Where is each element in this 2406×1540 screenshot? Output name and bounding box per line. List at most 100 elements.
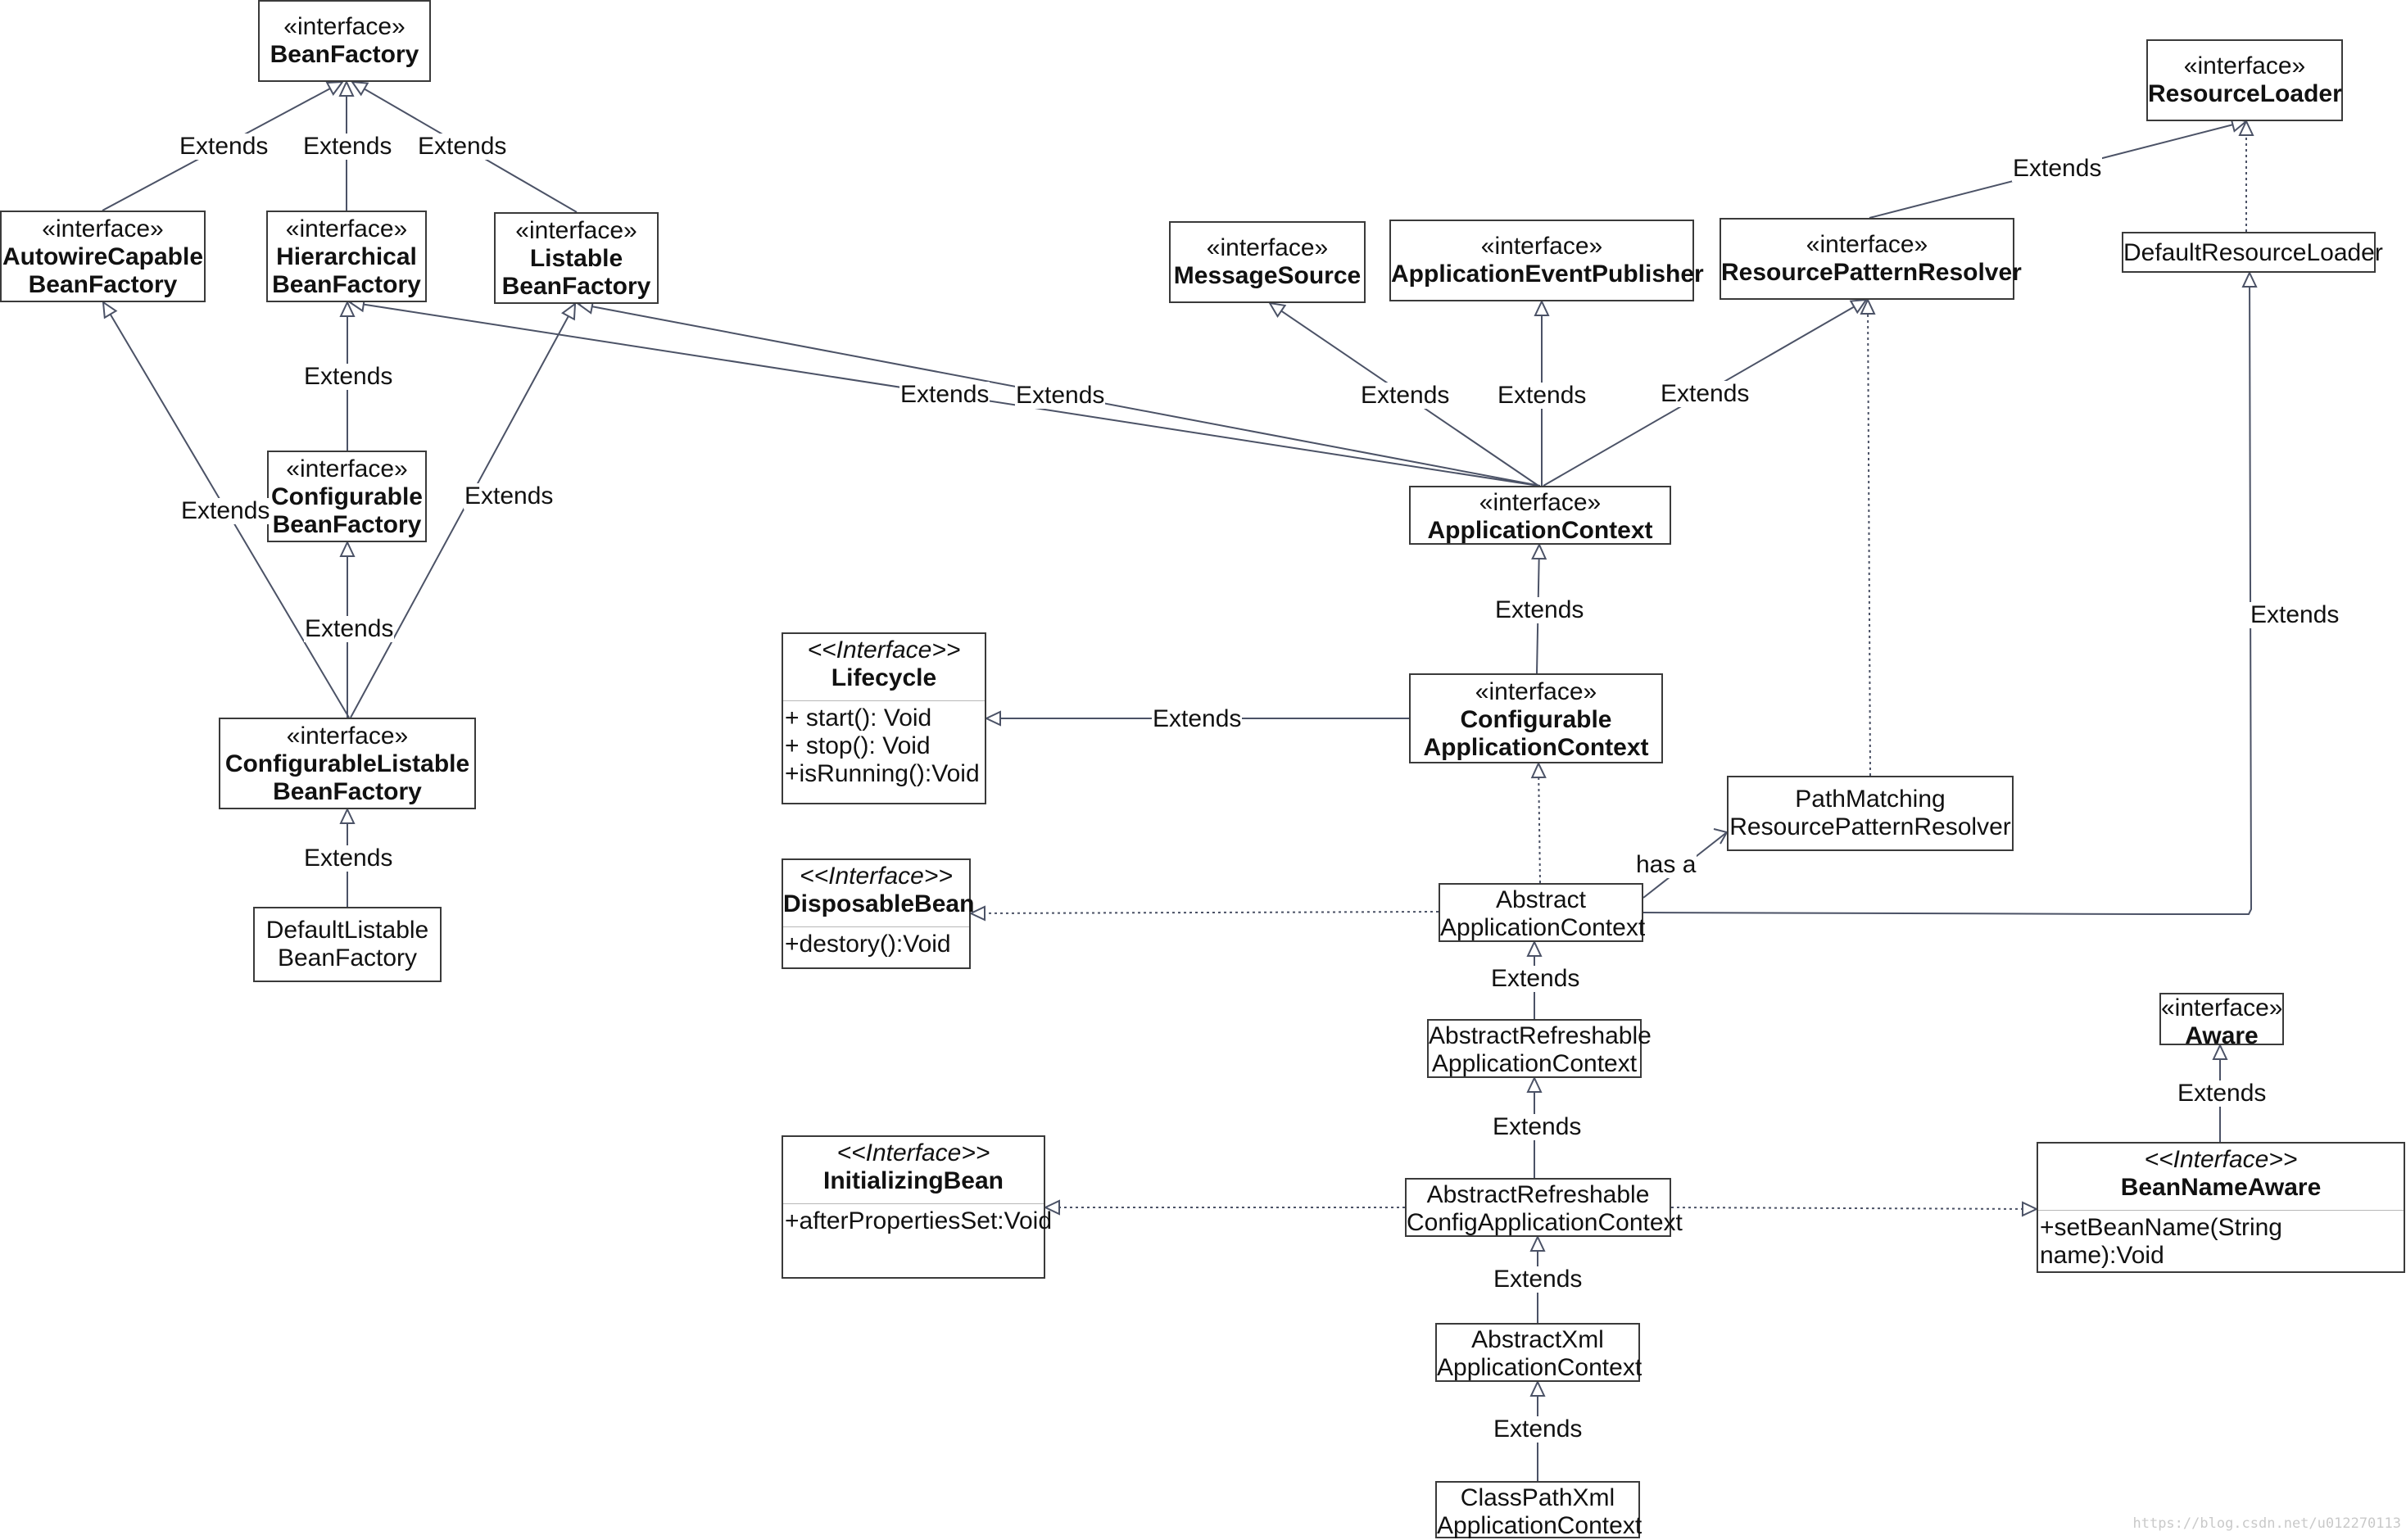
compartment-divider: [783, 700, 985, 701]
abstract-applicationcontext-box[interactable]: Abstract ApplicationContext: [1439, 883, 1645, 942]
stereotype-label: «interface»: [283, 13, 406, 40]
class-name-line2: BeanFactory: [28, 271, 178, 298]
class-name-line2: ConfigApplicationContext: [1407, 1209, 1683, 1236]
listable-beanfactory-box[interactable]: «interface» Listable BeanFactory: [494, 212, 659, 304]
aware-interface-box[interactable]: «interface» Aware: [2159, 993, 2284, 1049]
class-name: Lifecycle: [831, 664, 937, 691]
class-name: AbstractRefreshable: [1429, 1022, 1652, 1049]
beanfactory-interface-box[interactable]: «interface» BeanFactory: [258, 0, 431, 82]
hierarchical-beanfactory-box[interactable]: «interface» Hierarchical BeanFactory: [266, 211, 427, 302]
class-name: Listable: [529, 245, 623, 272]
applicationeventpublisher-interface-box[interactable]: «interface» ApplicationEventPublisher: [1389, 220, 1704, 301]
edge-label-extends: Extends: [1497, 382, 1588, 409]
resourcepatternresolver-interface-box[interactable]: «interface» ResourcePatternResolver: [1720, 218, 2022, 300]
class-name: Hierarchical: [276, 243, 417, 270]
beannameaware-interface-box[interactable]: <<Interface>> BeanNameAware +setBeanName…: [2037, 1142, 2405, 1273]
inheritance-arrowhead: [1043, 1199, 1060, 1216]
stereotype-label: <<Interface>>: [800, 863, 953, 890]
inheritance-arrowhead: [1529, 1234, 1546, 1252]
abstractxml-applicationcontext-box[interactable]: AbstractXml ApplicationContext: [1435, 1323, 1643, 1382]
class-name-line2: ApplicationContext: [1423, 734, 1649, 761]
class-name-line2: BeanFactory: [277, 944, 418, 972]
class-name: AutowireCapable: [2, 243, 204, 270]
edge-label-extends: Extends: [2177, 1080, 2268, 1107]
operation-stop: + stop(): Void: [785, 732, 931, 759]
configurable-applicationcontext-interface-box[interactable]: «interface» Configurable ApplicationCont…: [1409, 673, 1663, 763]
stereotype-label: «interface»: [286, 455, 408, 482]
compartment-divider: [2038, 1210, 2404, 1211]
compartment-divider: [783, 1203, 1044, 1204]
class-name-line2: ApplicationContext: [1437, 1354, 1643, 1381]
class-name: ConfigurableListable: [224, 750, 470, 777]
inheritance-arrowhead: [1531, 542, 1547, 560]
initializingbean-interface-box[interactable]: <<Interface>> InitializingBean +afterPro…: [782, 1135, 1053, 1279]
inheritance-arrowhead: [339, 807, 356, 824]
edge-label-extends: Extends: [464, 482, 555, 510]
class-name-line2: ApplicationContext: [1431, 1050, 1638, 1077]
inheritance-arrowhead: [1849, 298, 1869, 315]
stereotype-label: «interface»: [285, 215, 408, 242]
inheritance-arrowhead: [984, 710, 1001, 727]
inheritance-arrowhead: [102, 300, 118, 319]
inheritance-arrowhead: [1268, 301, 1287, 319]
class-name: DefaultListable: [265, 917, 429, 944]
operation-afterpropertiesset: +afterPropertiesSet:Void: [785, 1207, 1053, 1234]
edge-label-extends: Extends: [1493, 1266, 1584, 1293]
realization-edge: [1670, 1207, 2037, 1210]
operation-destory: +destory():Void: [785, 931, 951, 958]
edge-label-extends: Extends: [303, 363, 394, 390]
edge-label-extends: Extends: [1360, 382, 1451, 409]
edge-label-extends: Extends: [1493, 1415, 1584, 1443]
inheritance-arrowhead: [1526, 940, 1543, 957]
autowirecapable-beanfactory-box[interactable]: «interface» AutowireCapable BeanFactory: [0, 211, 206, 302]
generalization-edge: [350, 303, 576, 718]
edge-label-extends: Extends: [1152, 705, 1243, 732]
inheritance-arrowhead: [2212, 1043, 2228, 1060]
class-name: AbstractXml: [1471, 1326, 1604, 1353]
abstractrefreshable-configapplicationcontext-box[interactable]: AbstractRefreshable ConfigApplicationCon…: [1405, 1178, 1683, 1237]
class-name: Abstract: [1495, 886, 1587, 913]
operation-start: + start(): Void: [785, 704, 932, 732]
messagesource-interface-box[interactable]: «interface» MessageSource: [1169, 221, 1366, 303]
stereotype-label: «interface»: [42, 215, 164, 242]
edge-label-extends: Extends: [302, 133, 393, 160]
defaultlistable-beanfactory-box[interactable]: DefaultListable BeanFactory: [253, 907, 442, 982]
abstractrefreshable-applicationcontext-box[interactable]: AbstractRefreshable ApplicationContext: [1427, 1019, 1652, 1078]
inheritance-arrowhead: [2021, 1201, 2039, 1217]
stereotype-label: «interface»: [1475, 678, 1597, 705]
stereotype-label: «interface»: [1806, 231, 1928, 258]
stereotype-label: «interface»: [2183, 52, 2306, 79]
class-name: ApplicationEventPublisher: [1391, 260, 1704, 288]
inheritance-arrowhead: [968, 905, 986, 922]
edge-label-extends: Extends: [2250, 601, 2340, 628]
class-name-line2: ResourcePatternResolver: [1729, 813, 2011, 840]
inheritance-arrowhead: [2241, 270, 2258, 288]
class-name: DisposableBean: [783, 890, 975, 917]
class-name: BeanFactory: [270, 41, 419, 68]
inheritance-arrowhead: [1526, 1076, 1543, 1093]
pathmatching-resourcepatternresolver-box[interactable]: PathMatching ResourcePatternResolver: [1727, 776, 2014, 851]
stereotype-label: <<Interface>>: [2144, 1146, 2298, 1173]
edge-label-extends: Extends: [417, 133, 508, 160]
configurablelistable-beanfactory-box[interactable]: «interface» ConfigurableListable BeanFac…: [219, 718, 476, 809]
class-name: MessageSource: [1173, 262, 1362, 289]
class-name: ClassPathXml: [1460, 1484, 1615, 1511]
applicationcontext-interface-box[interactable]: «interface» ApplicationContext: [1409, 486, 1671, 545]
class-name-line2: BeanFactory: [501, 273, 651, 300]
operation-setbeanname: +setBeanName(String name):Void: [2040, 1214, 2282, 1269]
edge-label-extends: Extends: [1015, 382, 1106, 409]
resourceloader-interface-box[interactable]: «interface» ResourceLoader: [2146, 39, 2343, 121]
disposablebean-interface-box[interactable]: <<Interface>> DisposableBean +destory():…: [782, 858, 975, 969]
class-name: ResourcePatternResolver: [1721, 259, 2022, 286]
class-name: DefaultResourceLoader: [2123, 239, 2383, 266]
lifecycle-interface-box[interactable]: <<Interface>> Lifecycle + start(): Void …: [782, 632, 986, 804]
inheritance-arrowhead: [350, 80, 369, 97]
class-name: PathMatching: [1795, 786, 1946, 813]
classpathxml-applicationcontext-box[interactable]: ClassPathXml ApplicationContext: [1435, 1481, 1642, 1539]
realization-arrowhead: [1860, 297, 1876, 315]
class-name-line2: BeanFactory: [272, 511, 422, 538]
configurable-beanfactory-box[interactable]: «interface» Configurable BeanFactory: [267, 451, 427, 542]
inheritance-arrowhead: [1534, 299, 1550, 316]
stereotype-label: «interface»: [515, 217, 637, 244]
defaultresourceloader-box[interactable]: DefaultResourceLoader: [2122, 232, 2383, 273]
